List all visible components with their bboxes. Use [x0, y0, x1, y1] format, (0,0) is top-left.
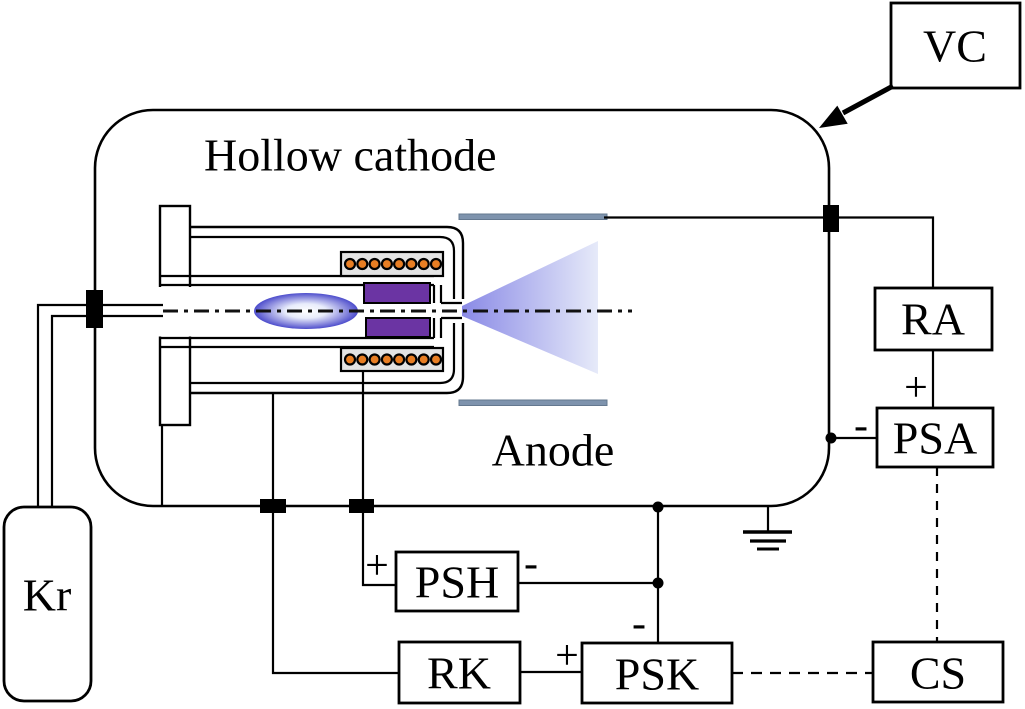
heater-coil-turns	[343, 257, 443, 366]
coil-turn	[417, 353, 430, 366]
gas-feedthrough	[86, 290, 103, 328]
cathode-feedthrough	[260, 499, 286, 513]
psk-box	[580, 641, 734, 705]
coil-turn	[343, 353, 357, 366]
emitter-insert-bottom	[365, 317, 431, 338]
psa-label: PSA	[893, 413, 977, 464]
rk-box	[397, 640, 522, 705]
cs-label: CS	[910, 648, 966, 699]
ra-label: RA	[901, 294, 965, 345]
anode-feedthrough	[823, 205, 839, 232]
coil-turn	[429, 257, 443, 271]
psa-box	[875, 406, 995, 469]
gas-bottle	[2, 505, 93, 703]
coil-turn	[429, 353, 443, 366]
psh-minus-sign: -	[524, 541, 538, 587]
psa-plus-sign: +	[904, 365, 928, 411]
vc-label: VC	[923, 21, 987, 72]
junction-dot	[825, 432, 837, 444]
anode-to-ra-wire	[604, 216, 935, 288]
heater-positive-wire	[361, 371, 396, 587]
emitter-insert-top	[363, 282, 431, 304]
anode-plate-top	[458, 213, 608, 220]
ra-box	[873, 286, 994, 352]
gas-feed-line-inner	[50, 314, 163, 508]
plasma-plume	[462, 241, 598, 374]
gas-bottle-label: Kr	[23, 570, 72, 621]
vc-pointer-arrow	[819, 83, 895, 128]
heater-feedthrough	[349, 499, 374, 513]
orifice-plate	[432, 285, 462, 338]
coil-turn	[405, 353, 418, 366]
coil-turn	[380, 353, 393, 366]
coil-turn	[368, 353, 381, 366]
psk-plus-sign: +	[555, 633, 579, 679]
ground-symbol	[743, 506, 792, 551]
cs-box	[871, 640, 1005, 704]
coil-turn	[343, 257, 357, 271]
coil-turn	[393, 353, 406, 366]
psh-plus-sign: +	[365, 543, 389, 589]
coil-turn	[356, 353, 369, 366]
rk-label: RK	[427, 648, 491, 699]
coil-turn	[417, 257, 430, 271]
junction-dot	[652, 501, 664, 513]
gas-feed-line-outer	[36, 303, 163, 508]
cathode-body-wire	[271, 393, 399, 675]
psk-minus-sign: -	[632, 601, 646, 647]
coil-turn	[405, 257, 418, 271]
psh-label: PSH	[415, 557, 499, 608]
psa-minus-sign: -	[854, 403, 868, 449]
vc-box	[889, 1, 1022, 90]
anode-label: Anode	[492, 425, 615, 476]
coil-turn	[393, 257, 406, 271]
junction-dot	[652, 577, 664, 589]
coil-turn	[368, 257, 381, 271]
psh-box	[394, 550, 520, 613]
coil-turn	[356, 257, 369, 271]
chamber-label: Hollow cathode	[204, 130, 497, 181]
internal-plasma-column	[254, 293, 358, 329]
coil-turn	[380, 257, 393, 271]
psk-label: PSK	[615, 649, 699, 700]
anode-plate-bottom	[458, 399, 608, 406]
